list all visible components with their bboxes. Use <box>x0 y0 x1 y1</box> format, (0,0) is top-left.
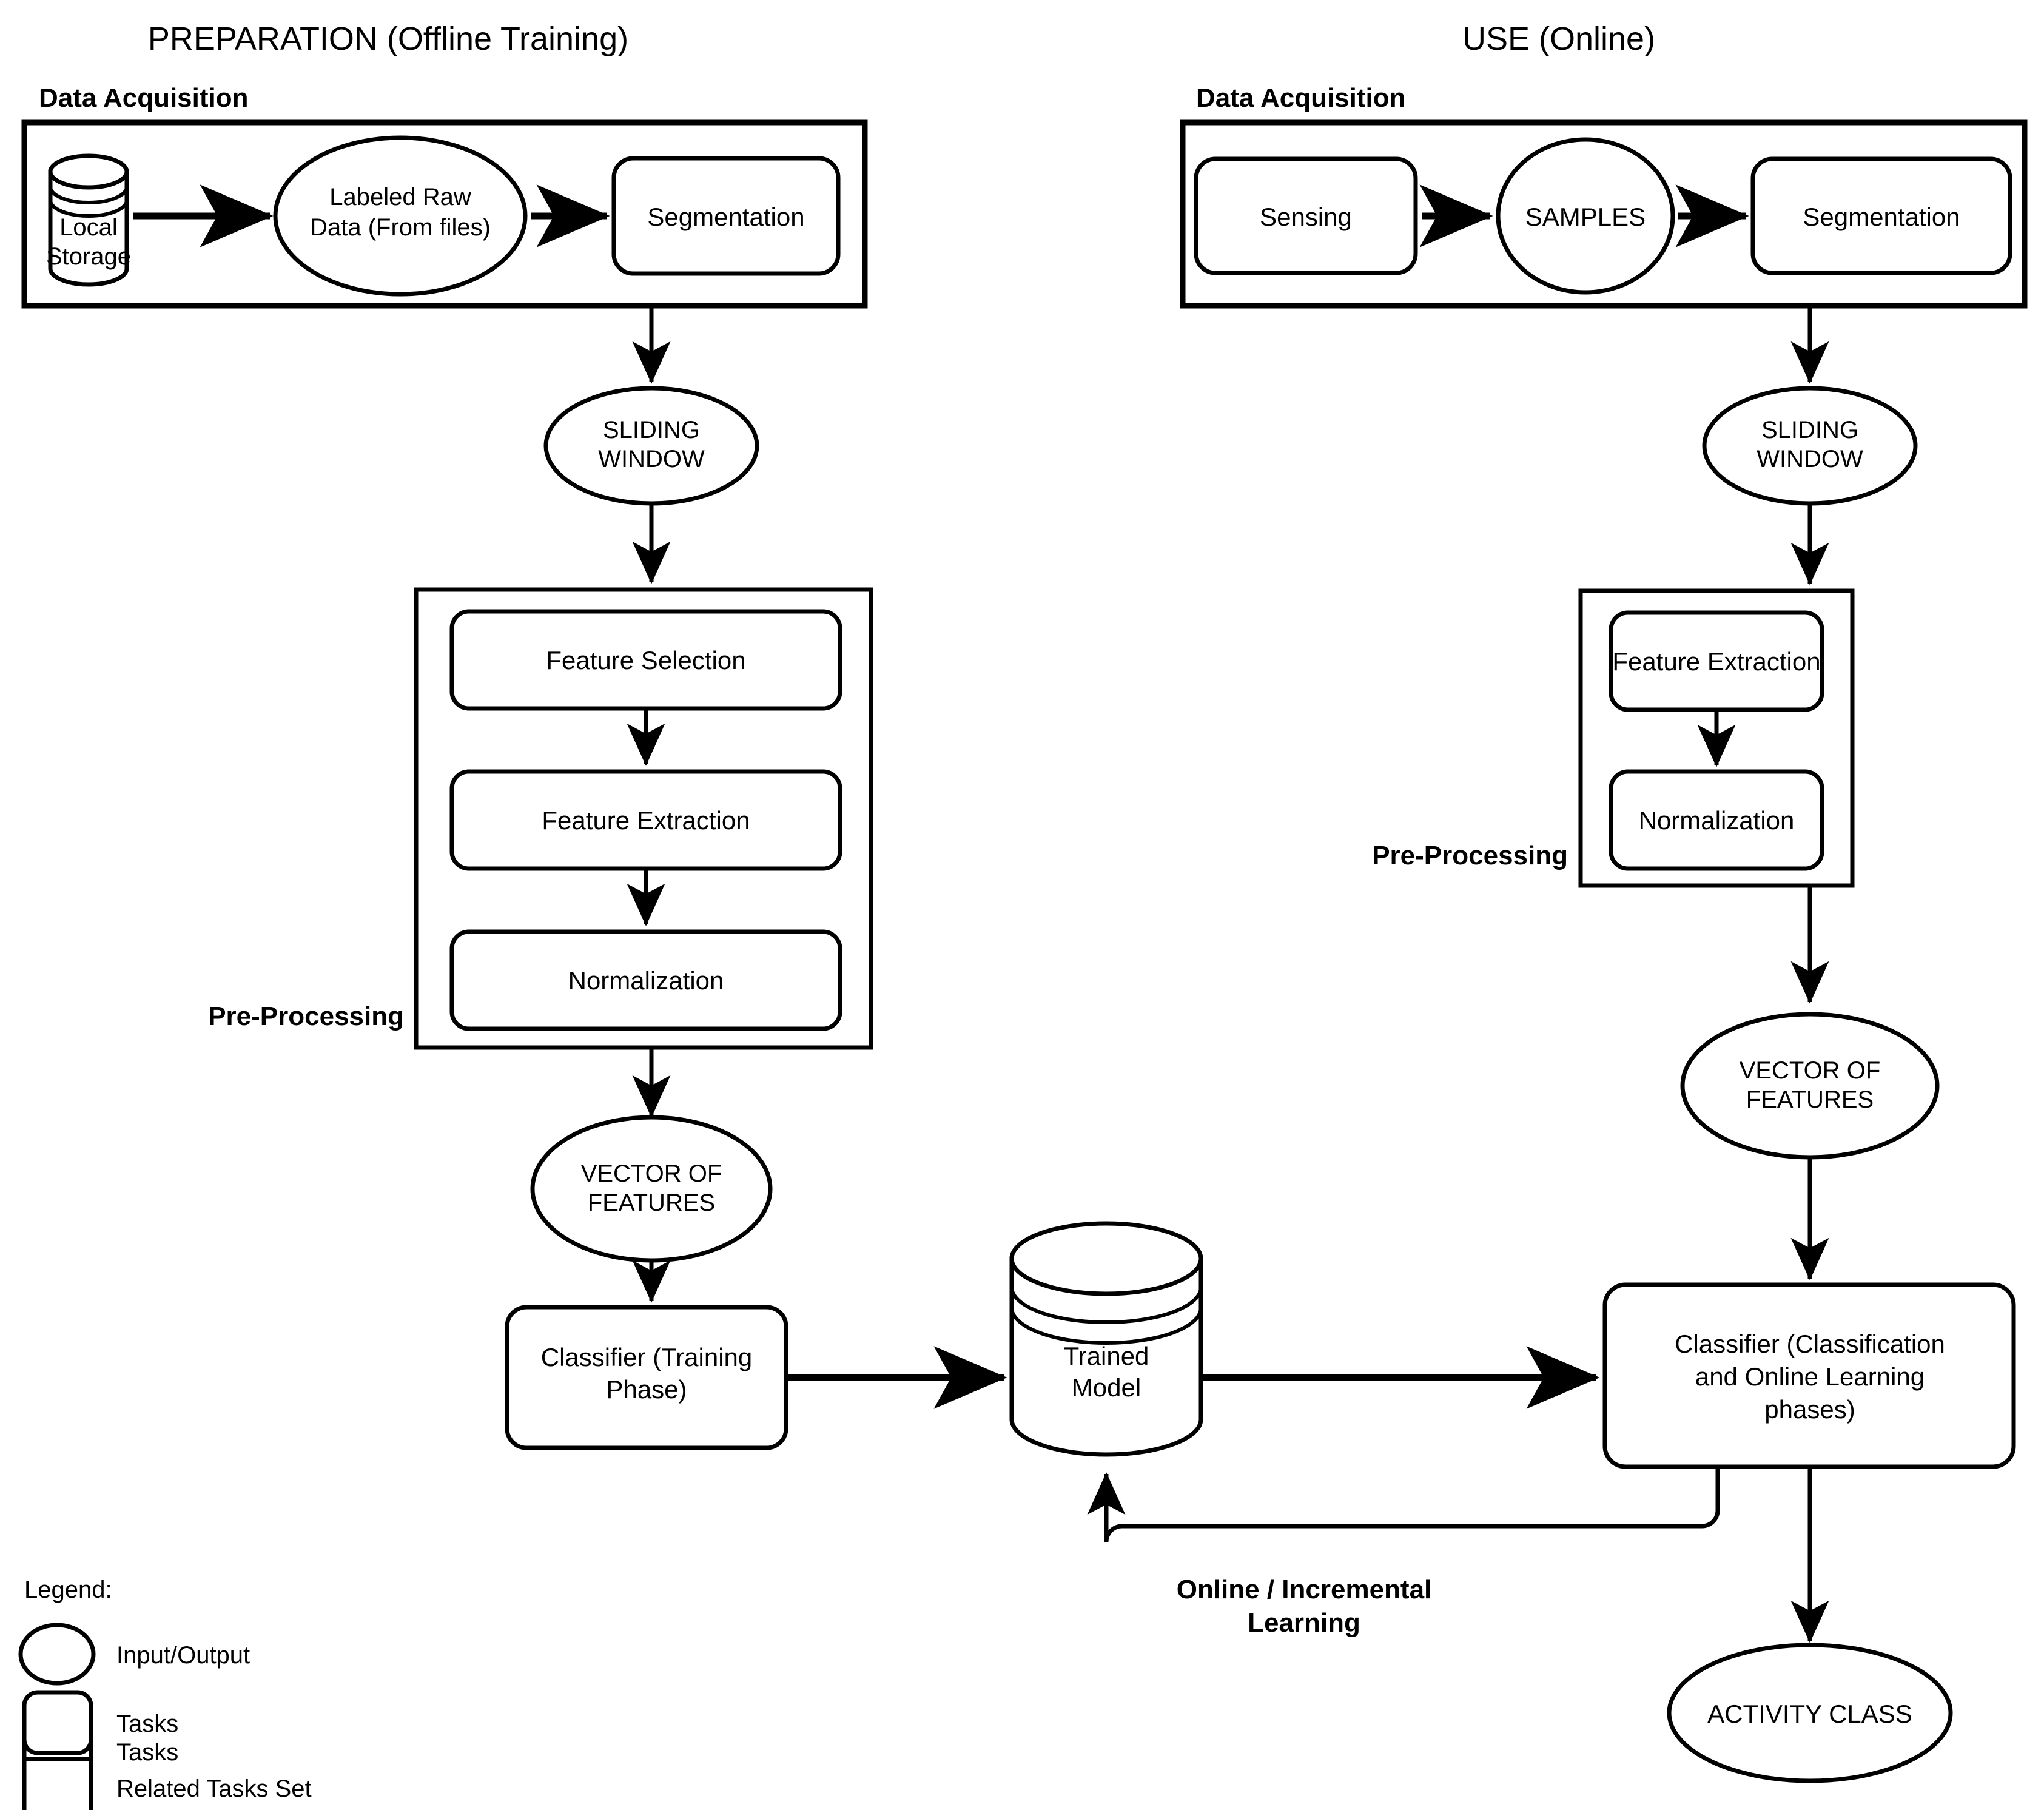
node-labeled-raw-data: Labeled Raw Data (From files) <box>273 135 528 297</box>
node-feature-extraction-right: Feature Extraction <box>1609 610 1824 712</box>
node-vector-of-features-left-line2: FEATURES <box>588 1189 715 1216</box>
node-classifier-online-line3: phases) <box>1764 1395 1855 1424</box>
node-classifier-online: Classifier (Classification and Online Le… <box>1602 1282 2016 1469</box>
node-normalization-left-label: Normalization <box>568 966 724 995</box>
node-sensing: Sensing <box>1194 156 1418 275</box>
node-classifier-training: Classifier (Training Phase) <box>505 1305 788 1450</box>
legend-label-input-output: Input/Output <box>116 1642 250 1669</box>
label-online-incremental-learning-line1: Online / Incremental <box>1177 1575 1432 1604</box>
node-activity-class: ACTIVITY CLASS <box>1667 1643 1953 1783</box>
node-local-storage: Local Storage <box>46 153 131 287</box>
node-normalization-left: Normalization <box>449 929 842 1031</box>
node-vector-of-features-right-line1: VECTOR OF <box>1740 1057 1881 1084</box>
title-left: PREPARATION (Offline Training) <box>148 21 628 57</box>
node-feature-extraction-left: Feature Extraction <box>449 769 842 871</box>
node-local-storage-line1: Local <box>59 214 118 241</box>
node-activity-class-label: ACTIVITY CLASS <box>1707 1700 1912 1728</box>
node-normalization-right: Normalization <box>1609 769 1824 871</box>
label-online-incremental-learning-line2: Learning <box>1248 1608 1360 1638</box>
node-classifier-online-line1: Classifier (Classification <box>1675 1330 1945 1358</box>
node-normalization-right-label: Normalization <box>1639 806 1795 835</box>
legend-icon-input-output <box>18 1623 96 1686</box>
section-label-data-acquisition-left: Data Acquisition <box>39 83 249 113</box>
node-sliding-window-left-line2: WINDOW <box>598 446 705 473</box>
node-segmentation-right: Segmentation <box>1750 156 2012 275</box>
node-feature-extraction-right-label: Feature Extraction <box>1612 647 1820 676</box>
node-segmentation-right-label: Segmentation <box>1803 203 1960 231</box>
node-classifier-online-line2: and Online Learning <box>1695 1362 1925 1391</box>
node-segmentation-left-label: Segmentation <box>647 203 804 231</box>
node-sliding-window-right: SLIDING WINDOW <box>1702 386 1918 506</box>
node-labeled-raw-data-line2: Data (From files) <box>310 214 491 241</box>
node-sliding-window-right-line2: WINDOW <box>1757 446 1863 473</box>
node-samples-label: SAMPLES <box>1525 203 1646 231</box>
node-classifier-training-line2: Phase) <box>606 1375 687 1404</box>
legend-icon-tasks <box>22 1718 93 1784</box>
node-feature-selection-left-label: Feature Selection <box>546 646 745 675</box>
legend-label-tasks: Tasks <box>116 1739 178 1766</box>
node-feature-selection-left: Feature Selection <box>449 609 842 711</box>
node-sliding-window-left: SLIDING WINDOW <box>543 386 759 506</box>
legend-title: Legend: <box>24 1576 112 1603</box>
node-trained-model-line1: Trained <box>1064 1342 1149 1370</box>
node-labeled-raw-data-line1: Labeled Raw <box>329 184 471 210</box>
section-label-data-acquisition-right: Data Acquisition <box>1196 83 1406 113</box>
title-right: USE (Online) <box>1462 21 1655 57</box>
node-classifier-training-line1: Classifier (Training <box>541 1343 753 1371</box>
section-label-preprocessing-right: Pre-Processing <box>1372 841 1568 870</box>
node-segmentation-left: Segmentation <box>611 156 841 276</box>
node-vector-of-features-right-line2: FEATURES <box>1746 1086 1874 1113</box>
node-vector-of-features-right: VECTOR OF FEATURES <box>1680 1012 1940 1160</box>
arrow-feedback-online-learning <box>1087 1467 1720 1543</box>
node-trained-model-line2: Model <box>1072 1373 1141 1402</box>
section-label-preprocessing-left: Pre-Processing <box>208 1001 404 1031</box>
node-local-storage-line2: Storage <box>46 243 131 270</box>
node-trained-model: Trained Model <box>1009 1221 1203 1457</box>
node-samples: SAMPLES <box>1496 137 1675 295</box>
node-sliding-window-right-line1: SLIDING <box>1761 417 1858 443</box>
node-feature-extraction-left-label: Feature Extraction <box>542 806 750 835</box>
node-sliding-window-left-line1: SLIDING <box>603 417 700 443</box>
node-vector-of-features-left: VECTOR OF FEATURES <box>530 1115 773 1263</box>
node-vector-of-features-left-line1: VECTOR OF <box>581 1160 722 1187</box>
node-sensing-label: Sensing <box>1260 203 1352 231</box>
